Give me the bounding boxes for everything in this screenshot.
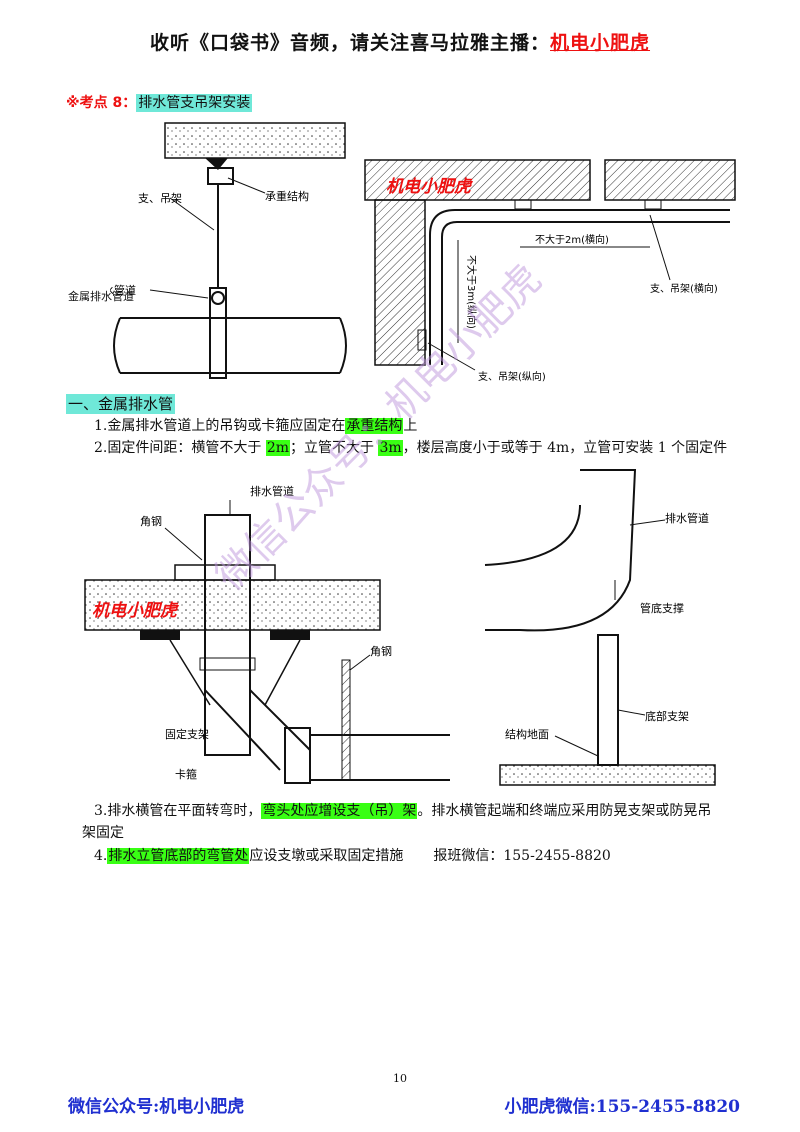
riser-bottom-diagram: 排水管道 管底支撑 底部支架 结构地面 — [484, 469, 716, 786]
footer-right: 小肥虎微信:155-2455-8820 — [504, 1097, 740, 1117]
brand-stamp-2: 机电小肥虎 — [92, 601, 177, 621]
page-number: 10 — [393, 1072, 407, 1085]
footer-left: 微信公众号:机电小肥虎 — [68, 1097, 245, 1117]
item-3-highlight: 弯头处应增设支（吊）架 — [261, 803, 418, 819]
item-4: 4.排水立管底部的弯管处应设支墩或采取固定措施 报班微信：155-2455-882… — [94, 845, 611, 865]
floor-slab — [84, 579, 381, 631]
hanger-diagram: 承重结构 支、吊架 金属排水管道 — [110, 122, 347, 379]
item-1-num: 1. — [94, 418, 108, 434]
item-3-num: 3. — [94, 803, 108, 819]
label-drain: 排水管道 — [250, 484, 294, 498]
item-4-text: 应设支墩或采取固定措施 — [249, 848, 404, 864]
item-2-mid: ；立管不大于 — [290, 440, 379, 456]
label-clamp: 卡箍 — [175, 767, 197, 781]
label-pipe: 金属排水管道 — [110, 283, 136, 297]
label-support-v: 支、吊架(纵向) — [478, 370, 546, 383]
label-support: 支、吊架 — [138, 192, 182, 205]
support-column — [597, 634, 619, 766]
spacing-diagram: 不大于2m(横向) 不大于3m(纵向) 支、吊架(横向) 支、吊架(纵向) — [364, 159, 736, 383]
label-angle: 角钢 — [140, 515, 162, 528]
item-1-text: 金属排水管道上的吊钩或卡箍应固定在 — [107, 418, 346, 434]
floor-penetration-diagram: 排水管道 角钢 角钢 固定支架 卡箍 — [84, 484, 450, 784]
label-fixed: 固定支架 — [165, 727, 209, 741]
item-4-highlight: 排水立管底部的弯管处 — [107, 848, 250, 864]
item-3: 3.排水横管在平面转弯时，弯头处应增设支（吊）架。排水横管起端和终端应采用防晃支… — [94, 800, 711, 820]
header-prefix: 收听《口袋书》音频，请关注喜马拉雅主播： — [149, 32, 550, 54]
item-2: 2.固定件间距：横管不大于 2m；立管不大于 3m，楼层高度小于或等于 4m，立… — [94, 437, 727, 457]
section-heading: 一、金属排水管 — [66, 393, 176, 414]
label-brace: 管底支撑 — [640, 601, 684, 615]
item-2-after: ，楼层高度小于或等于 4m，立管可安装 1 个固定件 — [402, 440, 728, 456]
brand-stamp-1: 机电小肥虎 — [386, 177, 471, 197]
item-2-num: 2. — [94, 440, 108, 456]
label-vert-dist: 不大于3m(纵向) — [465, 255, 478, 329]
item-2-highlight-2: 3m — [378, 440, 403, 456]
item-3-after: 。排水横管起端和终端应采用防晃支架或防晃吊 — [417, 803, 712, 819]
drain-pipe — [429, 209, 730, 365]
vertical-pipe — [204, 514, 251, 756]
item-4-num: 4. — [94, 848, 108, 864]
wall — [374, 199, 426, 366]
item-2-text: 固定件间距：横管不大于 — [107, 440, 266, 456]
item-3-line-2: 架固定 — [82, 825, 124, 841]
header-anchor-name[interactable]: 机电小肥虎 — [550, 32, 651, 54]
ceiling-slab — [164, 122, 346, 159]
item-4-contact: 报班微信：155-2455-8820 — [433, 848, 611, 864]
item-1-highlight: 承重结构 — [345, 418, 404, 434]
keypoint-title: 排水管支吊架安装 — [136, 94, 253, 112]
metal-pipe-label: 金属排水管道 — [68, 290, 134, 303]
label-drain-3: 排水管道 — [665, 511, 709, 525]
label-bearing: 承重结构 — [265, 189, 309, 203]
item-2-highlight-1: 2m — [265, 440, 290, 456]
label-support-h: 支、吊架(横向) — [650, 282, 718, 295]
label-angle-2: 角钢 — [370, 645, 392, 658]
elbow-pipe — [485, 469, 637, 632]
keypoint-ref: ※考点 8： — [66, 95, 137, 111]
label-horiz-dist: 不大于2m(横向) — [535, 233, 609, 246]
item-1-after: 上 — [403, 418, 418, 434]
item-1: 1.金属排水管道上的吊钩或卡箍应固定在承重结构上 — [94, 415, 417, 435]
metal-pipe — [120, 317, 340, 374]
item-3-text: 排水横管在平面转弯时， — [107, 803, 262, 819]
label-bottom-support: 底部支架 — [645, 709, 689, 723]
page-header: 收听《口袋书》音频，请关注喜马拉雅主播：机电小肥虎 — [0, 28, 800, 55]
keypoint-heading: ※考点 8：排水管支吊架安装 — [66, 92, 253, 112]
ground-slab — [499, 764, 716, 786]
section-title: 一、金属排水管 — [66, 394, 176, 414]
label-ground: 结构地面 — [505, 727, 549, 741]
